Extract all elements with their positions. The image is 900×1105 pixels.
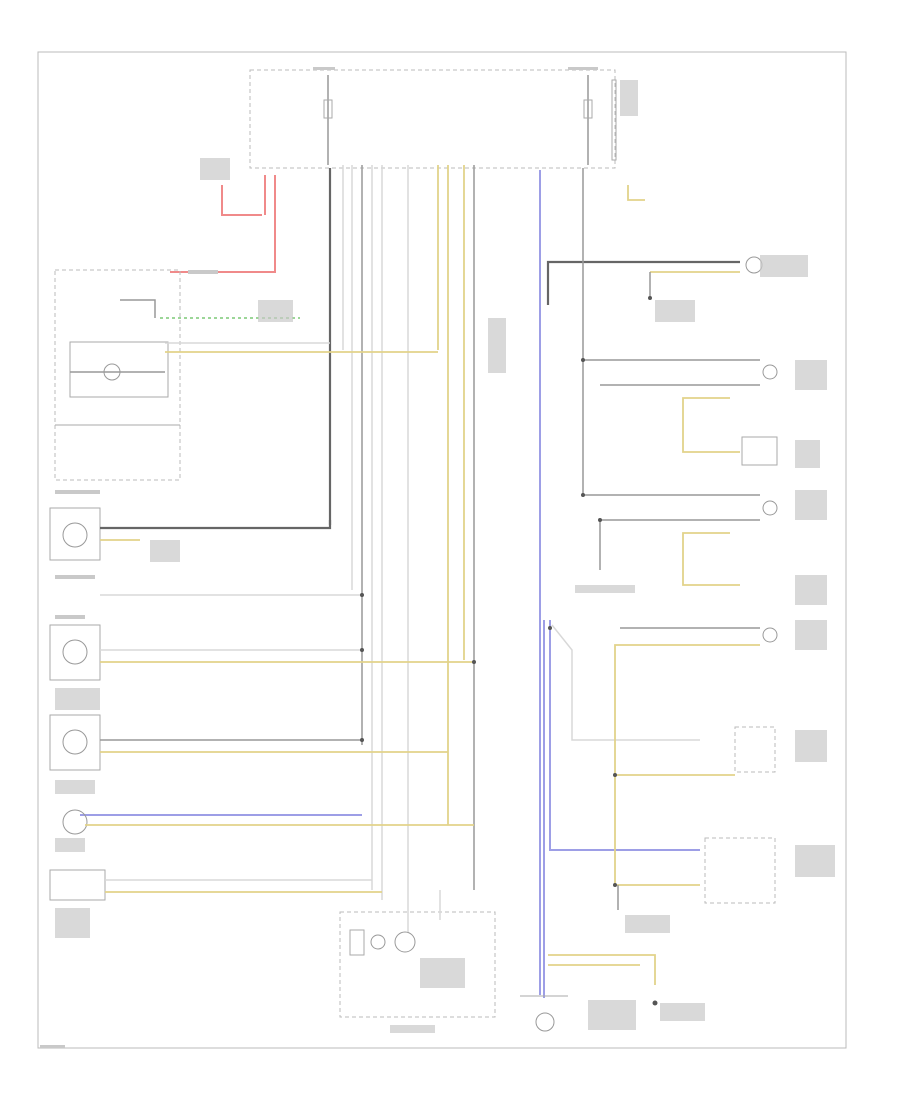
diagram-frame — [37, 51, 847, 1049]
blue-signal-wire — [80, 170, 700, 998]
lamp-icon — [62, 809, 88, 835]
right-lower-wires — [614, 627, 760, 910]
main-harness — [328, 165, 475, 900]
lamp-icon — [762, 627, 778, 643]
sensor-icon — [535, 1012, 555, 1032]
lamp-icon — [62, 522, 88, 548]
left-switch-stack — [49, 507, 474, 901]
power-feed-wire — [170, 175, 276, 273]
lamp-group-right — [704, 256, 778, 904]
dark-ground-wire — [546, 260, 740, 305]
lamp-icon — [762, 500, 778, 516]
lamp-icon — [62, 639, 88, 665]
illegible-labels — [40, 67, 835, 1048]
lamp-icon — [762, 364, 778, 380]
right-side-harness — [582, 168, 760, 586]
switch-icon — [741, 436, 778, 466]
switch-icon — [734, 726, 776, 773]
ground-sensor — [520, 954, 658, 1032]
junction-dots — [360, 296, 652, 887]
switch-icon — [704, 837, 776, 904]
fuse-relay-box — [249, 69, 617, 169]
lamp-icon — [745, 256, 763, 274]
instrument-cluster — [339, 890, 496, 1018]
combination-meter — [54, 269, 438, 481]
lamp-icon — [62, 729, 88, 755]
